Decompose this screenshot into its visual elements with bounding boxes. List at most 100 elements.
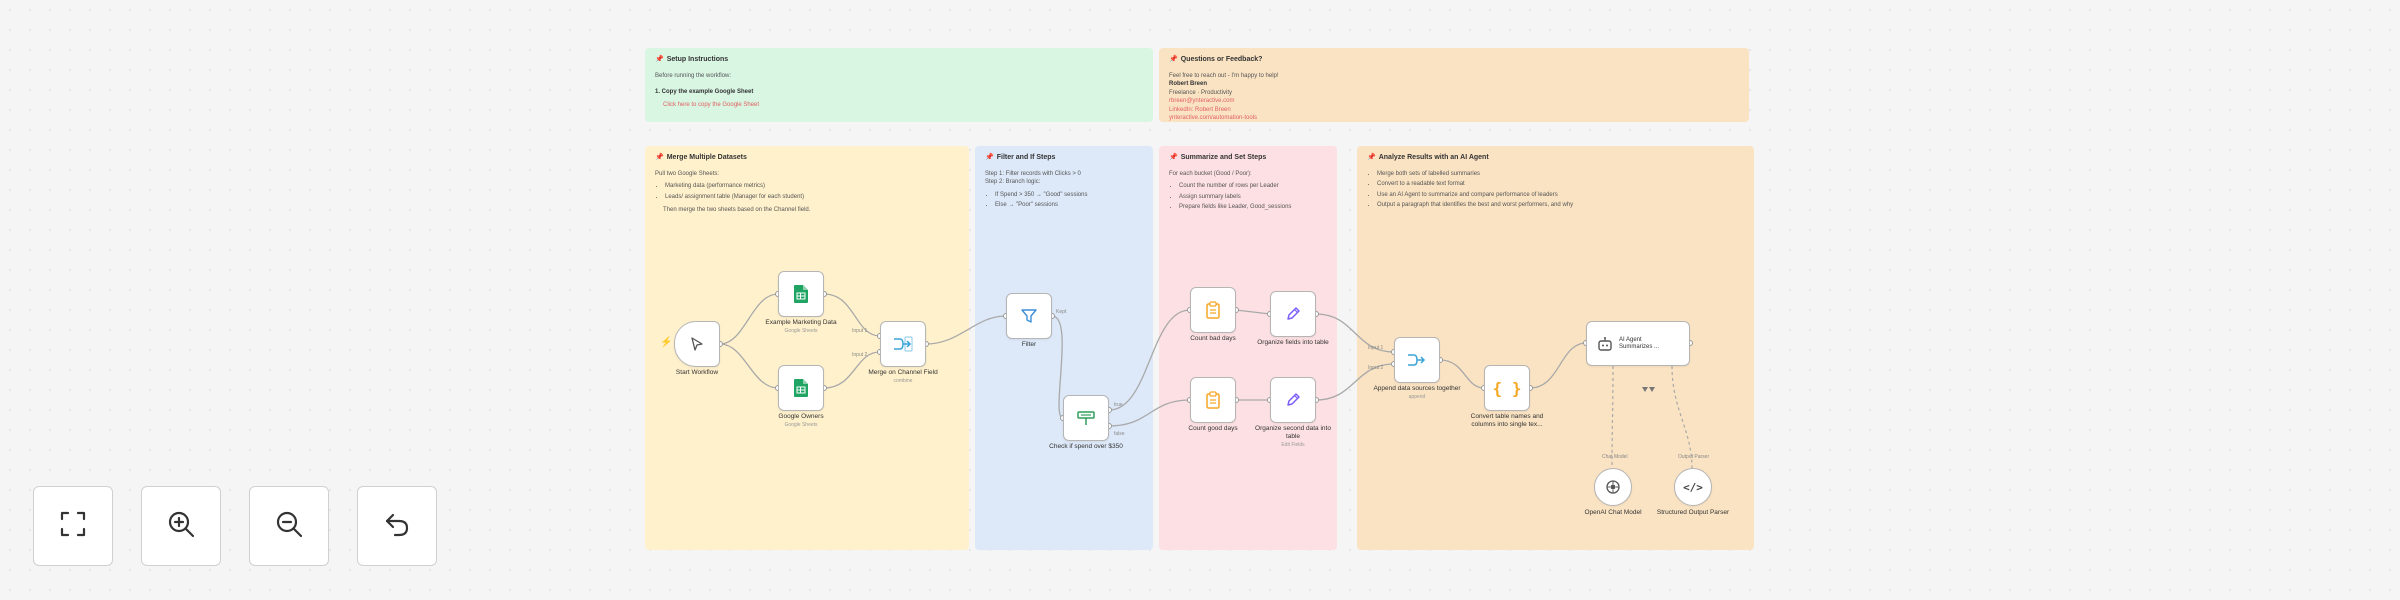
node-sublabel: Edit Fields: [1281, 442, 1305, 448]
node-label: Filter: [1021, 341, 1037, 348]
google-sheets-icon: [794, 379, 808, 397]
edge-start-owners: [719, 343, 779, 389]
node-label: Count good days: [1188, 425, 1238, 432]
undo-icon: [384, 511, 410, 542]
merge-icon: [1407, 352, 1427, 368]
edge-organize-append2: [1315, 363, 1395, 401]
node-ai-agent[interactable]: AI Agent Summarizes ...: [1586, 321, 1690, 366]
node-google-owners[interactable]: [778, 365, 824, 411]
note-setup-instructions[interactable]: 📌Setup Instructions Before running the w…: [645, 48, 1153, 122]
branch-icon: [1077, 410, 1095, 426]
node-label: Organize second data into table: [1255, 425, 1331, 440]
edge-organize-append1: [1315, 313, 1395, 353]
node-convert-table[interactable]: { }: [1484, 365, 1530, 411]
google-sheets-icon: [794, 285, 808, 303]
node-example-marketing-data[interactable]: [778, 271, 824, 317]
pen-icon: [1285, 392, 1301, 408]
zoom-out-icon: [275, 510, 303, 543]
edge-check-false: [1108, 399, 1191, 427]
clipboard-icon: [1206, 391, 1220, 409]
edge-append-convert: [1439, 359, 1485, 389]
node-label: Check if spend over $350: [1049, 443, 1123, 450]
note-summarize-set[interactable]: 📌Summarize and Set Steps For each bucket…: [1159, 146, 1337, 550]
pen-icon: [1285, 306, 1301, 322]
edge-label: false: [1114, 431, 1125, 437]
node-openai-chat-model[interactable]: [1594, 468, 1632, 506]
edge-label: Input 2: [852, 352, 868, 358]
edge-label: true: [1114, 402, 1123, 408]
arrow-down-marker: [1649, 387, 1655, 392]
node-sublabel: combine: [893, 378, 913, 384]
pointer-icon: [689, 336, 705, 352]
node-sublabel: Summarizes ...: [1619, 343, 1660, 350]
node-label: OpenAI Chat Model: [1584, 509, 1642, 516]
note-questions-feedback[interactable]: 📌Questions or Feedback? Feel free to rea…: [1159, 48, 1749, 122]
edge-merge-filter: [925, 315, 1007, 345]
edge-label: Kept: [1056, 309, 1067, 315]
pin-icon: 📌: [1169, 154, 1178, 161]
node-label: Example Marketing Data: [765, 319, 837, 326]
node-sublabel: Google Sheets: [784, 422, 818, 428]
edge-agent-chatmodel: [1611, 365, 1614, 469]
edge-countbad-organize: [1235, 309, 1271, 315]
node-count-bad-days[interactable]: [1190, 287, 1236, 333]
zoom-in-button[interactable]: [141, 486, 221, 566]
pin-icon: 📌: [1169, 56, 1178, 63]
trigger-bolt-icon: ⚡: [660, 337, 673, 348]
google-sheet-link[interactable]: Click here to copy the Google Sheet: [663, 101, 760, 108]
email-link[interactable]: rbreen@ynteractive.com: [1169, 98, 1235, 104]
node-sublabel: Google Sheets: [784, 328, 818, 334]
pin-icon: 📌: [655, 56, 664, 63]
node-start-workflow[interactable]: [674, 321, 720, 367]
node-label: Start Workflow: [675, 369, 719, 376]
pin-icon: 📌: [985, 154, 994, 161]
website-link[interactable]: ynteractive.com/automation-tools: [1169, 115, 1258, 121]
pin-icon: 📌: [655, 154, 664, 161]
arrow-down-marker: [1642, 387, 1648, 392]
node-label: Count bad days: [1190, 335, 1236, 342]
node-sublabel: append: [1408, 394, 1426, 400]
edge-start-marketing: [719, 293, 779, 345]
edge-owners-merge: [823, 351, 881, 389]
edge-label: Chat Model: [1602, 454, 1628, 460]
merge-icon: [893, 336, 913, 352]
edge-label: Output Parser: [1678, 454, 1709, 460]
openai-icon: [1605, 479, 1621, 495]
node-label: Google Owners: [778, 413, 824, 420]
linkedin-link[interactable]: LinkedIn: Robert Breen: [1169, 106, 1231, 113]
zoom-out-button[interactable]: [249, 486, 329, 566]
fit-view-icon: [60, 511, 86, 542]
node-organize-second-data[interactable]: [1270, 377, 1316, 423]
edge-label: Input 2: [1368, 365, 1384, 371]
edge-label: Input 1: [852, 328, 868, 334]
node-label: Structured Output Parser: [1656, 509, 1730, 516]
node-structured-output-parser[interactable]: </>: [1674, 468, 1712, 506]
node-label: Merge on Channel Field: [868, 369, 938, 376]
node-filter[interactable]: [1006, 293, 1052, 339]
robot-icon: [1597, 336, 1613, 351]
node-label: Organize fields into table: [1257, 339, 1329, 346]
node-count-good-days[interactable]: [1190, 377, 1236, 423]
clipboard-icon: [1206, 301, 1220, 319]
node-label: AI Agent: [1619, 336, 1642, 343]
edge-filter-check: [1051, 315, 1064, 419]
node-append-data[interactable]: [1394, 337, 1440, 383]
filter-icon: [1021, 308, 1037, 324]
node-check-spend[interactable]: [1063, 395, 1109, 441]
node-label: Convert table names and columns into sin…: [1470, 413, 1544, 428]
fit-view-button[interactable]: [33, 486, 113, 566]
note-filter-if[interactable]: 📌Filter and If Steps Step 1: Filter reco…: [975, 146, 1153, 550]
pin-icon: 📌: [1367, 154, 1376, 161]
node-merge-on-channel[interactable]: [880, 321, 926, 367]
edge-convert-agent: [1529, 342, 1587, 389]
edge-check-true: [1108, 309, 1191, 411]
edge-agent-parser: [1671, 365, 1693, 469]
braces-icon: { }: [1492, 378, 1522, 398]
undo-button[interactable]: [357, 486, 437, 566]
edge-label: Input 1: [1368, 345, 1384, 351]
zoom-in-icon: [167, 510, 195, 543]
code-icon: </>: [1683, 480, 1703, 494]
node-organize-fields[interactable]: [1270, 291, 1316, 337]
